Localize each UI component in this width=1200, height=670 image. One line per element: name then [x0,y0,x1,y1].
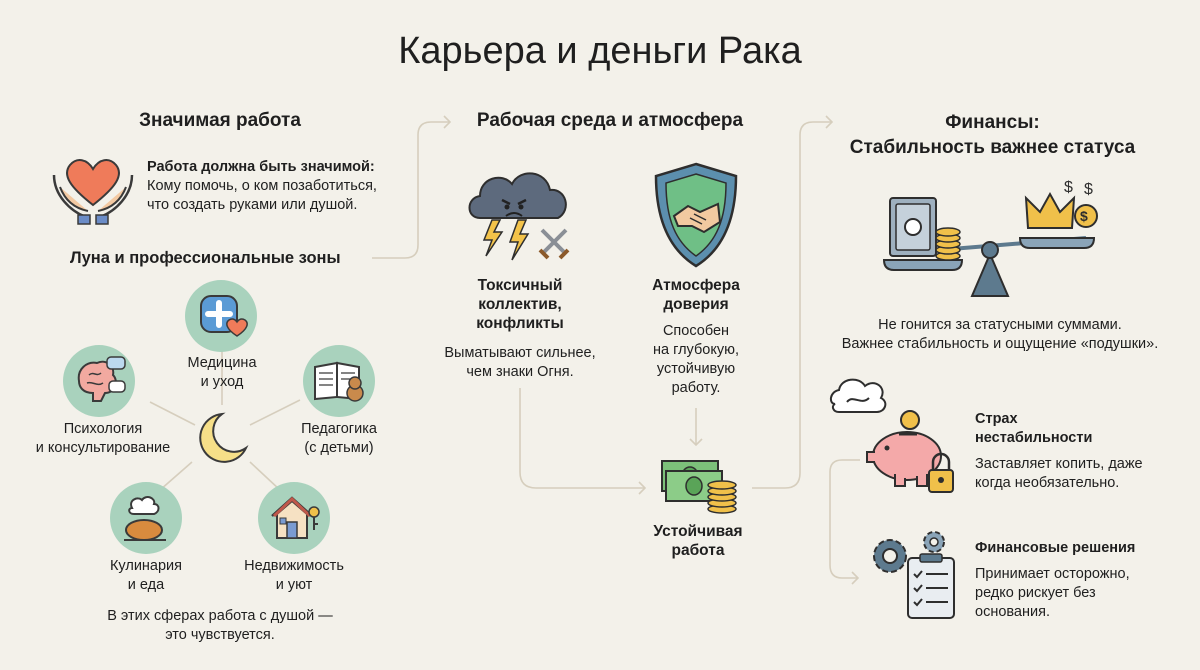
fear-text-line1: Заставляет копить, даже [975,456,1143,472]
meaningful-text-line1: Кому помочь, о ком позаботиться, [147,178,377,194]
fear-title-line2: нестабильности [975,430,1093,446]
zones-footer-line2: это чувствуется. [165,627,275,643]
meaningful-work-heading: Значимая работа [139,110,301,131]
cooking-icon [110,482,182,554]
toxic-title-line3: конфликты [476,315,564,332]
meaningful-text-line2: что создать руками или душой. [147,197,358,213]
storm-cloud-icon [468,172,570,261]
gears-checklist-icon [873,531,955,619]
trust-text-line3: устойчивую [656,361,736,377]
trust-title-line2: доверия [663,296,729,313]
piggy-bank-lock-icon [829,378,954,493]
trust-shield-icon [654,162,738,268]
moon-zones-heading: Луна и профессиональные зоны [70,249,341,267]
finance-heading-line1: Финансы: [945,112,1040,133]
realty-label-line1: Недвижимость [244,558,344,574]
page-title: Карьера и деньги Рака [398,30,802,72]
toxic-text-line1: Выматывают сильнее, [444,345,596,361]
money-coins-icon [661,460,737,514]
balance-scale-icon: $ $ $ [882,179,1098,297]
toxic-title-line2: коллектив, [478,296,562,313]
fear-text-line2: когда необязательно. [975,475,1120,491]
toxic-text-line2: чем знаки Огня. [466,364,574,380]
pedagogy-label-line1: Педагогика [301,421,377,437]
scale-text-line2: Важнее стабильность и ощущение «подушки»… [841,336,1159,352]
finance-heading-line2: Стабильность важнее статуса [849,137,1136,158]
decisions-text-line2: редко рискует без [975,585,1096,601]
cooking-label-line1: Кулинария [109,558,183,574]
trust-text-line2: на глубокую, [653,342,739,358]
svg-text:$: $ [1084,181,1093,198]
house-key-icon [258,482,330,554]
psychology-label-line1: Психология [63,421,143,437]
zones-footer-line1: В этих сферах работа с душой — [107,608,333,624]
svg-text:$: $ [1064,179,1073,196]
meaningful-bold-text: Работа должна быть значимой: [147,159,375,175]
trust-text-line4: работу. [671,380,721,396]
work-environment-heading: Рабочая среда и атмосфера [476,110,744,131]
stable-work-line1: Устойчивая [653,523,743,540]
cooking-label-line2: и еда [127,577,165,593]
medicine-label-line1: Медицина [187,355,257,371]
crescent-moon-icon [199,412,249,463]
decisions-title: Финансовые решения [975,540,1136,556]
scale-text-line1: Не гонится за статусными суммами. [878,317,1122,333]
stable-work-line2: работа [671,542,725,559]
realty-label-line2: и уют [275,577,313,593]
svg-text:$: $ [1080,208,1088,224]
trust-title-line1: Атмосфера [652,277,740,294]
psychology-label-line2: и консультирование [35,440,171,456]
medicine-icon [185,280,257,352]
decisions-text-line1: Принимает осторожно, [975,566,1130,582]
medicine-label-line2: и уход [200,374,244,390]
decisions-text-line3: основания. [975,604,1050,620]
heart-hands-icon [52,159,134,225]
fear-title-line1: Страх [975,411,1018,427]
toxic-title-line1: Токсичный [477,277,563,294]
trust-text-line1: Способен [662,323,730,339]
psychology-icon [63,345,135,417]
pedagogy-book-icon [303,345,375,417]
pedagogy-label-line2: (с детьми) [304,440,374,456]
